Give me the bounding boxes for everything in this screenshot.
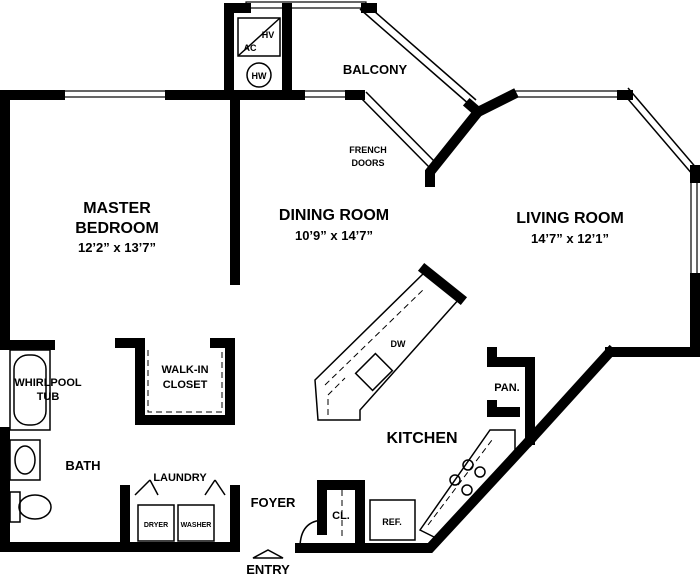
kitchen-label: KITCHEN <box>386 430 457 447</box>
walk-in-closet-label-line2: CLOSET <box>163 379 208 391</box>
dryer-label: DRYER <box>144 522 168 529</box>
whirlpool-label-line1: WHIRLPOOL <box>14 377 81 389</box>
dw-label: DW <box>391 339 406 349</box>
laundry-label: LAUNDRY <box>153 472 207 484</box>
whirlpool-label-line2: TUB <box>37 391 60 403</box>
dining-room-size: 10’9” x 14’7” <box>295 228 373 243</box>
walk-in-closet-label-line1: WALK-IN <box>161 364 208 376</box>
dining-room-label: DINING ROOM <box>279 207 389 224</box>
ref-label: REF. <box>382 517 402 527</box>
living-room-label: LIVING ROOM <box>516 210 624 227</box>
windows <box>59 1 699 279</box>
bath-label: BATH <box>65 458 100 473</box>
master-bedroom-label-line2: BEDROOM <box>75 220 159 237</box>
hw-label: HW <box>252 71 267 81</box>
walls <box>0 3 700 553</box>
entry-label: ENTRY <box>246 562 290 577</box>
hv-label: HV <box>262 30 275 40</box>
fixtures <box>9 17 516 559</box>
balcony-label: BALCONY <box>343 62 408 77</box>
foyer-label: FOYER <box>251 495 296 510</box>
french-doors-label-line1: FRENCH <box>349 145 387 155</box>
ac-label: AC <box>244 43 257 53</box>
washer-label: WASHER <box>181 522 212 529</box>
closet-label: CL. <box>332 510 350 522</box>
french-doors-label-line2: DOORS <box>351 158 384 168</box>
master-bedroom-label-line1: MASTER <box>83 200 151 217</box>
pantry-label: PAN. <box>494 382 519 394</box>
master-bedroom-size: 12’2” x 13’7” <box>78 240 156 255</box>
living-room-size: 14’7” x 12’1” <box>531 231 609 246</box>
